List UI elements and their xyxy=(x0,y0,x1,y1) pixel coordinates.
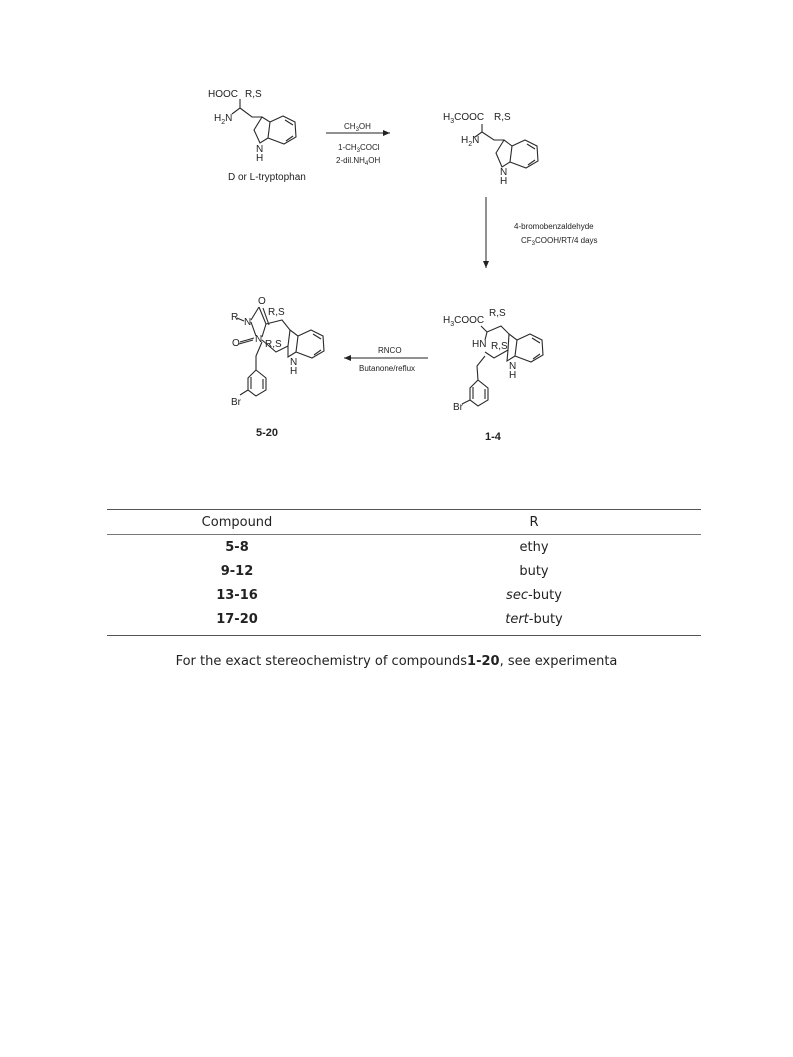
svg-text:4-bromobenzaldehyde: 4-bromobenzaldehyde xyxy=(514,222,594,231)
svg-text:Butanone/reflux: Butanone/reflux xyxy=(359,364,415,373)
svg-text:HN: HN xyxy=(472,339,486,350)
table-row: 9-12 buty xyxy=(107,559,701,583)
carboxyl-label: HOOC xyxy=(208,89,238,100)
svg-text:H: H xyxy=(509,370,516,381)
svg-text:R,S: R,S xyxy=(494,112,511,123)
table-header-row: Compound R xyxy=(107,509,701,535)
svg-text:O: O xyxy=(232,338,240,349)
svg-text:Br: Br xyxy=(453,402,464,413)
table-row: 5-8 ethy xyxy=(107,535,701,560)
svg-text:H: H xyxy=(500,176,507,187)
compound-cell: 5-8 xyxy=(225,539,249,555)
svg-text:R,S: R,S xyxy=(489,308,506,319)
r-cell: ethy xyxy=(519,539,549,555)
starting-material-name: D or L-tryptophan xyxy=(228,172,306,183)
r-cell: tert-buty xyxy=(505,611,563,627)
svg-text:N: N xyxy=(500,167,507,178)
svg-text:CF3COOH/RT/4 days: CF3COOH/RT/4 days xyxy=(521,236,598,247)
svg-text:N: N xyxy=(290,357,297,368)
intermediate-number: 1-4 xyxy=(485,431,502,443)
indole-h: H xyxy=(256,153,263,164)
svg-text:N: N xyxy=(255,334,262,345)
compound-cell: 9-12 xyxy=(220,563,254,579)
compound-cell: 13-16 xyxy=(216,587,258,603)
svg-text:R,S: R,S xyxy=(268,307,285,318)
svg-text:1-CH3COCl: 1-CH3COCl xyxy=(338,143,380,154)
r-cell: sec-buty xyxy=(506,587,562,603)
table-row: 13-16 sec-buty xyxy=(107,583,701,607)
header-r: R xyxy=(529,514,539,530)
svg-text:Br: Br xyxy=(231,397,242,408)
svg-text:R,S: R,S xyxy=(265,339,282,350)
svg-text:R: R xyxy=(231,312,238,323)
svg-text:R,S: R,S xyxy=(491,341,508,352)
step1-arrow: CH3OH 1-CH3COCl 2-dil.NH4OH xyxy=(326,122,390,167)
r-cell: buty xyxy=(519,563,549,579)
header-compound: Compound xyxy=(201,514,273,530)
amine-label: H2N xyxy=(214,113,232,126)
substituent-table: Compound R 5-8 ethy 9-12 buty 13-16 sec-… xyxy=(107,509,701,636)
svg-text:N: N xyxy=(244,317,251,328)
intermediate-structure: H3COOC R,S HN R,S N H Br 1-4 xyxy=(443,308,544,443)
svg-text:H2N: H2N xyxy=(461,135,479,148)
svg-text:RNCO: RNCO xyxy=(378,346,402,355)
svg-text:H: H xyxy=(290,366,297,377)
svg-text:2-dil.NH4OH: 2-dil.NH4OH xyxy=(336,156,380,167)
indole-n: N xyxy=(256,144,263,155)
step2-arrow: 4-bromobenzaldehyde CF3COOH/RT/4 days xyxy=(483,197,598,268)
step3-arrow: RNCO Butanone/reflux xyxy=(344,346,428,373)
compound-cell: 17-20 xyxy=(216,611,258,627)
svg-text:H3COOC: H3COOC xyxy=(443,315,484,328)
reaction-scheme: HOOC R,S H2N N H D or L-tryptophan CH3OH… xyxy=(208,89,598,443)
product-structure: O R N R,S O N R,S N H Br 5-20 xyxy=(231,296,325,439)
svg-text:H3COOC: H3COOC xyxy=(443,112,484,125)
svg-text:N: N xyxy=(509,361,516,372)
stereo-label: R,S xyxy=(245,89,262,100)
svg-text:CH3OH: CH3OH xyxy=(344,122,371,133)
table-row: 17-20 tert-buty xyxy=(107,607,701,636)
stereochemistry-note: For the exact stereochemistry of compoun… xyxy=(175,654,618,669)
product-number: 5-20 xyxy=(256,427,278,439)
svg-text:O: O xyxy=(258,296,266,307)
ester-structure: H3COOC R,S H2N N H xyxy=(443,112,539,187)
tryptophan-structure: HOOC R,S H2N N H D or L-tryptophan xyxy=(208,89,306,183)
